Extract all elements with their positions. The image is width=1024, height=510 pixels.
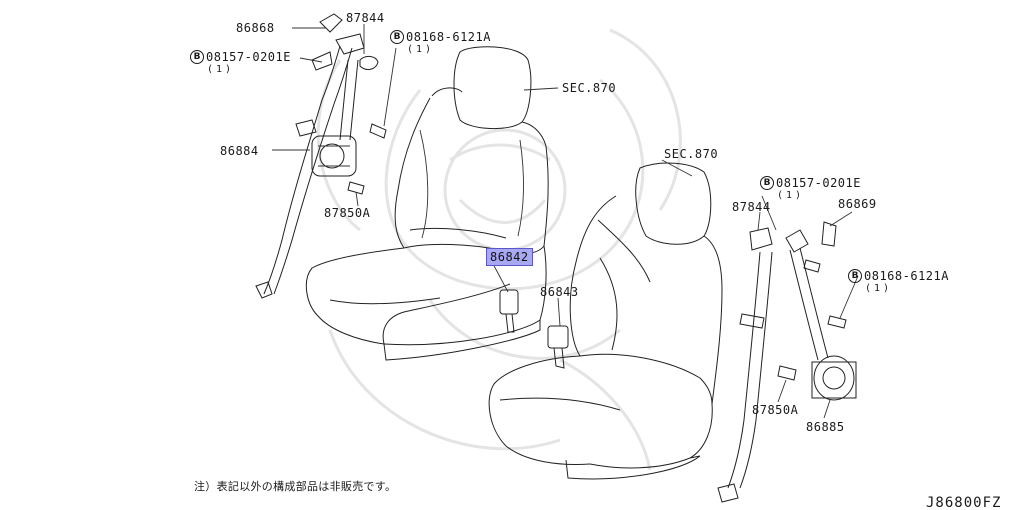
bolt-label-08168-6121A-left[interactable]: B 08168-6121A <box>390 30 491 44</box>
leader-lines <box>272 24 859 419</box>
bolt-part-number: 08157-0201E <box>776 176 861 190</box>
bolt-part-number: 08168-6121A <box>864 269 949 283</box>
part-label-86842-highlighted[interactable]: 86842 <box>486 248 533 266</box>
right-belt-assembly <box>717 221 857 503</box>
left-seat <box>305 46 549 361</box>
bolt-label-08168-6121A-right[interactable]: B 08168-6121A <box>848 269 949 283</box>
bolt-b-icon: B <box>760 176 774 190</box>
bolt-quantity: (1) <box>777 190 805 201</box>
part-label-87844-right[interactable]: 87844 <box>732 200 771 214</box>
part-label-86869[interactable]: 86869 <box>838 197 877 211</box>
part-label-86885[interactable]: 86885 <box>806 420 845 434</box>
part-label-86868[interactable]: 86868 <box>236 21 275 35</box>
diagram-code: J86800FZ <box>926 495 1002 510</box>
bolt-part-number: 08168-6121A <box>406 30 491 44</box>
right-seat <box>488 162 723 480</box>
bolt-quantity: (1) <box>865 283 893 294</box>
part-label-87850A-right[interactable]: 87850A <box>752 403 799 417</box>
bolt-quantity: (1) <box>207 64 235 75</box>
bolt-label-08157-0201E-right[interactable]: B 08157-0201E <box>760 176 861 190</box>
left-buckle <box>499 289 519 333</box>
section-ref-left-seat[interactable]: SEC.870 <box>562 81 617 95</box>
bolt-b-icon: B <box>390 30 404 44</box>
footnote: 注）表記以外の構成部品は非販売です。 <box>194 480 397 493</box>
bolt-label-08157-0201E-left[interactable]: B 08157-0201E <box>190 50 291 64</box>
part-label-86843[interactable]: 86843 <box>540 285 579 299</box>
right-buckle <box>547 325 569 369</box>
bolt-quantity: (1) <box>407 44 435 55</box>
part-label-87850A-left[interactable]: 87850A <box>324 206 371 220</box>
section-ref-right-seat[interactable]: SEC.870 <box>664 147 719 161</box>
bolt-part-number: 08157-0201E <box>206 50 291 64</box>
left-belt-assembly <box>255 13 387 299</box>
bolt-b-icon: B <box>848 269 862 283</box>
bolt-b-icon: B <box>190 50 204 64</box>
part-label-87844-left[interactable]: 87844 <box>346 11 385 25</box>
part-label-86884[interactable]: 86884 <box>220 144 259 158</box>
